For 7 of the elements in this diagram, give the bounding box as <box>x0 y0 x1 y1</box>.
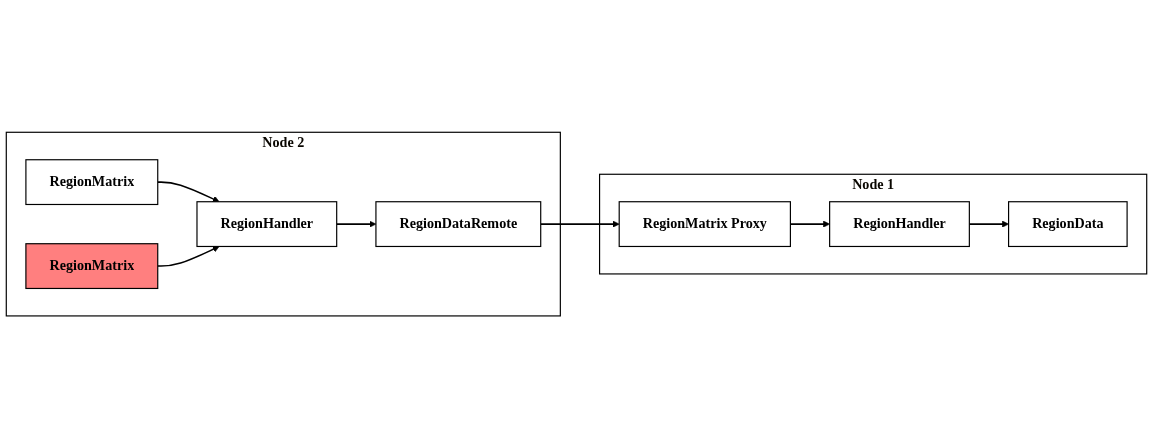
node-box: RegionMatrix <box>25 159 159 205</box>
node-box: RegionMatrix <box>25 243 159 289</box>
node-box: RegionHandler <box>829 201 970 247</box>
node-box: RegionMatrix Proxy <box>618 201 791 247</box>
node-box: RegionDataRemote <box>375 201 542 247</box>
node-box: RegionHandler <box>196 201 338 247</box>
node-box: RegionData <box>1008 201 1128 247</box>
